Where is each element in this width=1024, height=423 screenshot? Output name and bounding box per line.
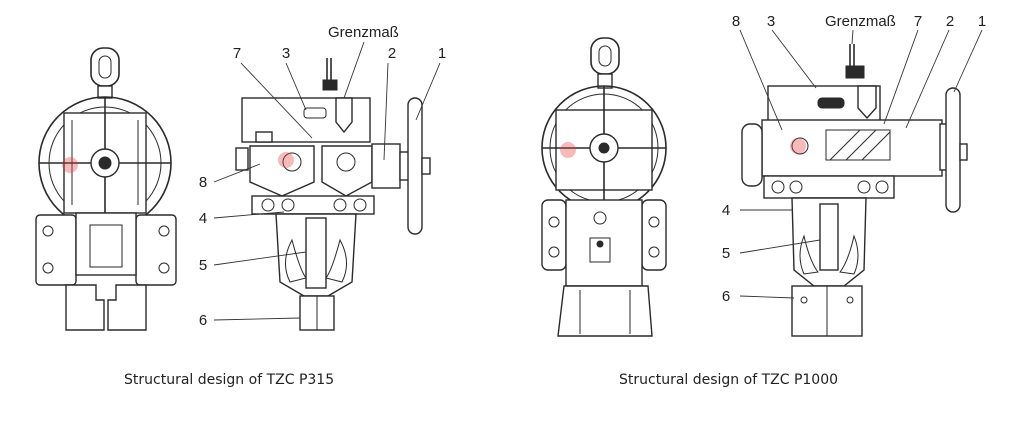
p1000-bar-bolt (875, 180, 889, 194)
p1000-label-2: 2 (946, 13, 954, 30)
p315-front-watermark (62, 157, 78, 173)
p1000-side-plate-left (541, 199, 567, 271)
p315-leader-lines (213, 41, 441, 321)
p315-pivot (336, 152, 356, 172)
p1000-jaw-pin (846, 296, 854, 304)
p315-label-2: 2 (388, 45, 396, 62)
p1000-label-8: 8 (732, 13, 740, 30)
p1000-bolt (648, 216, 660, 228)
p315-bar-bolt (353, 198, 367, 212)
p315-side-knob (235, 147, 249, 171)
p315-bar-bolt (333, 198, 347, 212)
p315-label-6: 6 (199, 312, 207, 329)
p1000-caption: Structural design of TZC P1000 (619, 372, 839, 388)
p315-side-view (235, 58, 431, 331)
p1000-label-6: 6 (722, 288, 730, 305)
p315-frame-cutout-right (325, 238, 347, 283)
p315-housing-tab (255, 131, 273, 143)
p315-side-plate-right (135, 214, 177, 286)
p1000-clamp-body (761, 119, 943, 177)
p315-caption: Structural design of TZC P315 (124, 372, 335, 388)
p1000-lifting-eye-inner (598, 45, 612, 67)
p315-jaw-slot (305, 217, 327, 289)
p1000-leader-lines (739, 29, 983, 299)
p1000-limit-indicator (857, 85, 877, 120)
p1000-column-pin (596, 240, 604, 248)
p1000-base-jaws (557, 285, 653, 337)
p1000-side-handle (741, 123, 763, 187)
p1000-hatched-zone (825, 129, 891, 161)
p315-bolt (42, 262, 54, 274)
p315-bar-bolt (261, 198, 275, 212)
p315-front-view (35, 47, 177, 331)
p1000-bolt (548, 216, 560, 228)
p315-central-column (75, 212, 137, 276)
p1000-bolt (548, 246, 560, 258)
p1000-hub-center (598, 142, 610, 154)
p315-lifting-eye-inner (98, 55, 112, 79)
p315-jaw-left (65, 284, 105, 331)
p1000-column-bolt (593, 211, 607, 225)
p315-label-1: 1 (438, 45, 446, 62)
p315-jaw-right (107, 284, 147, 331)
p315-indicator-slot (303, 107, 327, 119)
p1000-frame-cutout-right (839, 234, 859, 275)
p315-label-3: 3 (282, 45, 290, 62)
p1000-wheel-nut (959, 143, 968, 161)
p315-bar-bolt (281, 198, 295, 212)
p315-bolt (42, 225, 54, 237)
p1000-bar-bolt (857, 180, 871, 194)
p1000-label-5: 5 (722, 245, 730, 262)
p315-lifting-eye (90, 47, 120, 87)
p315-label-7: 7 (233, 45, 241, 62)
p315-label-8: 8 (199, 174, 207, 191)
p315-limit-indicator (335, 97, 353, 134)
p315-label-4: 4 (199, 210, 207, 227)
p1000-column-window (589, 237, 611, 263)
p1000-central-column (565, 199, 643, 287)
p315-pivot (282, 152, 302, 172)
p315-eye-neck (97, 85, 113, 99)
p1000-side-watermark (790, 138, 806, 154)
p1000-front-view (541, 37, 667, 337)
p315-column-window (89, 224, 123, 268)
p1000-bolt (648, 246, 660, 258)
p315-side-watermark (278, 152, 294, 168)
p1000-bar-bolt (771, 180, 785, 194)
p1000-handwheel-side (945, 87, 961, 213)
p315-frame-cutout-left (285, 238, 307, 283)
p315-label-5: 5 (199, 257, 207, 274)
p315-gauge-knob (322, 79, 338, 91)
p1000-lifting-eye (590, 37, 620, 75)
p1000-front-watermark (560, 142, 576, 158)
p1000-side-view (741, 44, 968, 337)
p1000-frame-cutout-left (799, 234, 819, 275)
p1000-eye-neck (597, 73, 613, 89)
p1000-gauge-knob (845, 65, 865, 79)
p1000-side-plate-right (641, 199, 667, 271)
p315-bolt (158, 262, 170, 274)
p315-label-limit: Grenzmaß (328, 24, 399, 41)
p1000-label-limit: Grenzmaß (825, 13, 896, 30)
p1000-jaw-pin (800, 296, 808, 304)
p315-wheel-nut (421, 157, 431, 175)
p1000-pivot (791, 137, 809, 155)
p315-drive-housing (371, 143, 401, 189)
p315-cross-bar (251, 195, 375, 215)
p315-bolt (158, 225, 170, 237)
p315-clamp-block-left (249, 145, 315, 197)
p1000-indicator-slot (817, 97, 845, 109)
p1000-label-3: 3 (767, 13, 775, 30)
p315-side-plate-left (35, 214, 77, 286)
p1000-jaw-slot (819, 203, 839, 271)
p315-hub-center (98, 156, 112, 170)
p1000-label-7: 7 (914, 13, 922, 30)
p1000-bar-bolt (789, 180, 803, 194)
p1000-label-4: 4 (722, 202, 730, 219)
p1000-label-1: 1 (978, 13, 986, 30)
p315-handwheel-side (407, 97, 423, 235)
